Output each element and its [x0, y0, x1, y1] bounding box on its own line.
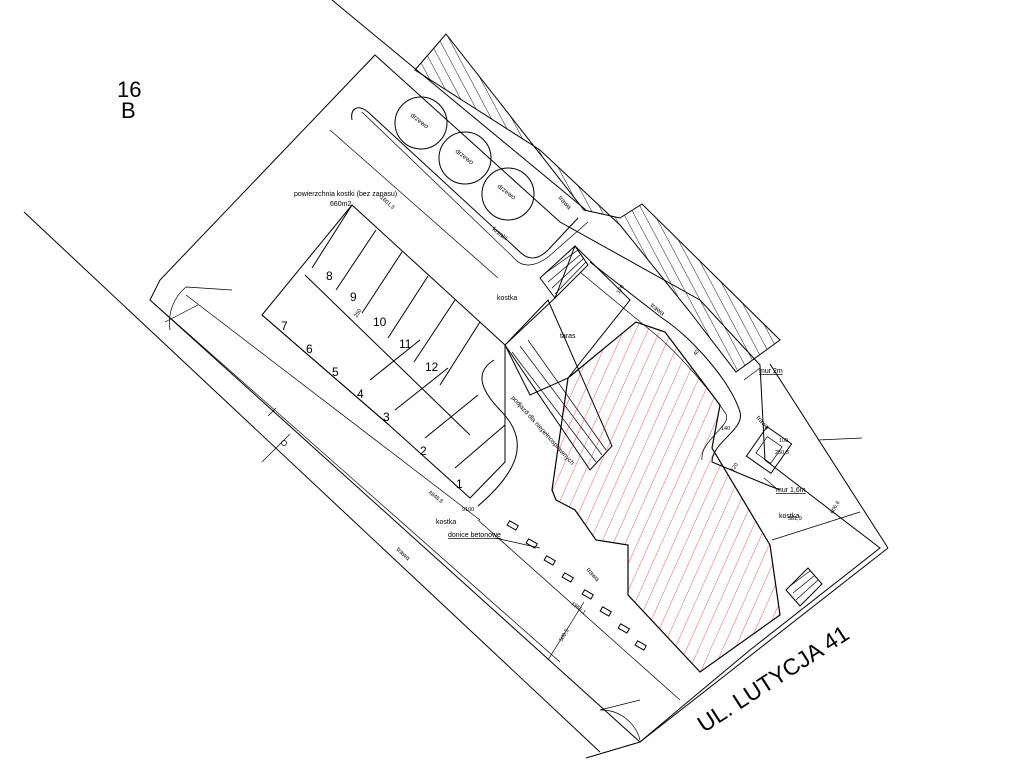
site-number: 16	[117, 77, 141, 102]
grass-strip	[351, 107, 579, 259]
wall-16m-label: mur 1,6m	[776, 487, 806, 494]
wall-structure	[745, 425, 793, 475]
parking-7: 7	[281, 319, 288, 333]
parking-9: 9	[350, 290, 357, 304]
stairs-top	[539, 245, 589, 299]
terrace	[504, 245, 631, 396]
tree-label-3: drzewo	[496, 183, 517, 202]
parking-2: 2	[420, 444, 427, 458]
street-cross-line	[585, 741, 641, 759]
dim-120: 120	[730, 462, 740, 473]
plot-boundary-right	[769, 363, 889, 549]
tree-1	[394, 96, 448, 150]
gate-bottom-right	[599, 699, 641, 741]
paving-label-3: kostka	[779, 513, 799, 520]
parking-10: 10	[373, 315, 387, 329]
planters	[506, 520, 648, 651]
neighbour-building-hatched	[414, 33, 781, 373]
terrace-label: taras	[560, 333, 576, 340]
plot-outline	[149, 54, 881, 743]
driveway-curve	[477, 359, 518, 507]
paving-label-1: kostka	[497, 295, 517, 302]
parking-11: 11	[399, 337, 412, 351]
parking-4: 4	[357, 387, 364, 401]
plot-boundary-top	[331, 0, 587, 211]
walkway-right-inner	[579, 271, 728, 461]
grass-strip-inner	[361, 111, 589, 266]
walkway-right	[589, 261, 781, 491]
parking-1: 1	[456, 477, 463, 491]
dim-250: 250	[354, 308, 364, 319]
grass-label-right2: trawa	[755, 415, 771, 432]
dim-4848: 4848,8	[427, 490, 444, 505]
dim-100: 100	[779, 438, 788, 444]
dim-line-1601	[329, 129, 499, 279]
street-edge-line	[639, 547, 889, 743]
main-building	[551, 321, 781, 673]
tree-2	[438, 131, 492, 185]
parking-5: 5	[332, 365, 339, 379]
paving-area-line1: powierzchnia kostki (bez zapasu)	[294, 191, 397, 198]
grass-label-planters: trawa	[585, 567, 601, 584]
dim-line-right	[771, 511, 861, 541]
dim-140: 140	[721, 426, 730, 432]
concrete-planters-label: donice betonowe	[448, 532, 501, 539]
parking-12: 12	[425, 360, 439, 374]
dim-5005: 500,5	[559, 628, 571, 643]
wall-2m-label: mur 2m	[759, 368, 783, 375]
tree-label-1: drzewo	[409, 112, 430, 131]
site-letter: B	[121, 98, 136, 123]
tree-label-2: drzewo	[454, 148, 475, 167]
curbs-label: krzaki	[491, 226, 509, 242]
dim-1966: 1966,1	[570, 601, 587, 616]
dim-5819: 581,9	[788, 516, 802, 522]
stairs-bottom	[785, 567, 823, 607]
dim-6066: 606,6	[830, 500, 842, 515]
dim-40: 40	[693, 349, 701, 357]
dim-line-4848	[185, 294, 481, 521]
dim-line-5005	[547, 601, 585, 661]
plot-boundary-left	[23, 211, 601, 753]
parking-6: 6	[306, 342, 313, 356]
tree-3	[481, 167, 535, 221]
parking-grid	[261, 204, 506, 499]
parking-3: 3	[383, 410, 390, 424]
grass-label-left: trawa	[395, 546, 412, 562]
parking-8: 8	[326, 269, 333, 283]
gate-top-left	[169, 286, 233, 331]
paving-area-line2: 660m2	[330, 201, 352, 208]
dim-170: 170	[616, 284, 626, 295]
grass-strip-left	[149, 299, 561, 663]
paving-label-2: kostka	[436, 519, 456, 526]
dim-9100: 9100	[462, 507, 474, 513]
dim-2503: 250,3	[775, 450, 789, 456]
